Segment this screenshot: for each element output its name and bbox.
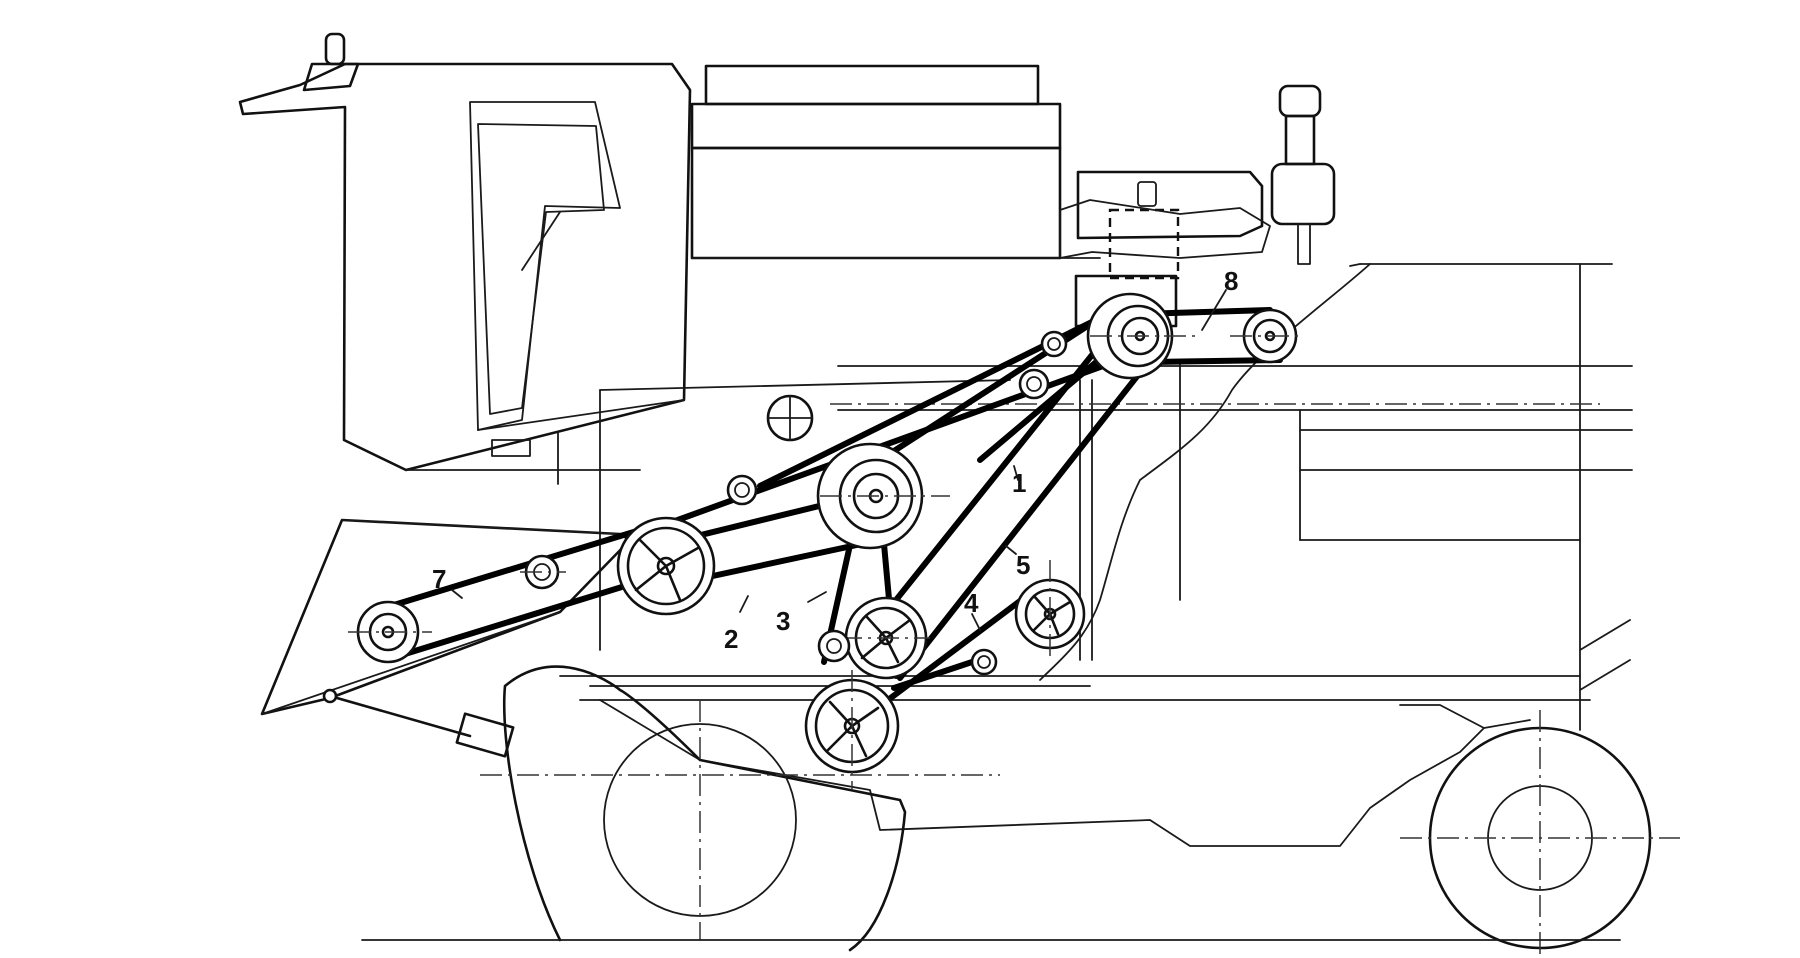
spoked-pulley-icon bbox=[804, 670, 900, 790]
idler-pulley-icon bbox=[1040, 330, 1068, 358]
callout-7: 7 bbox=[432, 564, 446, 594]
idler-pulley-icon bbox=[817, 629, 851, 663]
idler-pulley-icon bbox=[726, 474, 758, 506]
rear-wheel bbox=[1400, 710, 1680, 958]
belt-5 bbox=[897, 367, 1145, 681]
callout-3: 3 bbox=[776, 606, 790, 636]
spoked-pulley-icon bbox=[616, 516, 716, 616]
spoked-pulley-icon bbox=[1014, 560, 1086, 660]
air-intake-stack bbox=[1270, 84, 1336, 265]
engine-drive-pulley-icon bbox=[1086, 292, 1200, 380]
belt-8-driven-pulley-icon bbox=[1230, 308, 1300, 364]
idler-pulley-icon bbox=[766, 394, 814, 442]
belt-7-bottom bbox=[389, 571, 667, 661]
idler-pulley-icon bbox=[520, 554, 566, 590]
beacon-light bbox=[302, 32, 360, 92]
idler-pulley-icon bbox=[970, 648, 998, 676]
callout-8: 8 bbox=[1224, 266, 1238, 296]
callout-1: 1 bbox=[1012, 468, 1026, 498]
spoked-pulley-icon bbox=[840, 596, 930, 680]
callout-2: 2 bbox=[724, 624, 738, 654]
belt-7-top bbox=[381, 527, 643, 611]
callout-5: 5 bbox=[1016, 550, 1030, 580]
feeder-header bbox=[260, 518, 632, 758]
middle-drive-pulley-icon bbox=[816, 442, 950, 550]
header-drive-pulley-icon bbox=[348, 600, 432, 664]
engine bbox=[1059, 170, 1271, 328]
front-wheel bbox=[480, 665, 1000, 952]
grain-tank bbox=[690, 64, 1101, 260]
callout-leaders bbox=[451, 289, 1227, 631]
body-panels bbox=[559, 263, 1633, 847]
operator-cab bbox=[238, 62, 692, 485]
callout-4: 4 bbox=[964, 588, 979, 618]
idler-pulley-icon bbox=[1018, 368, 1050, 400]
